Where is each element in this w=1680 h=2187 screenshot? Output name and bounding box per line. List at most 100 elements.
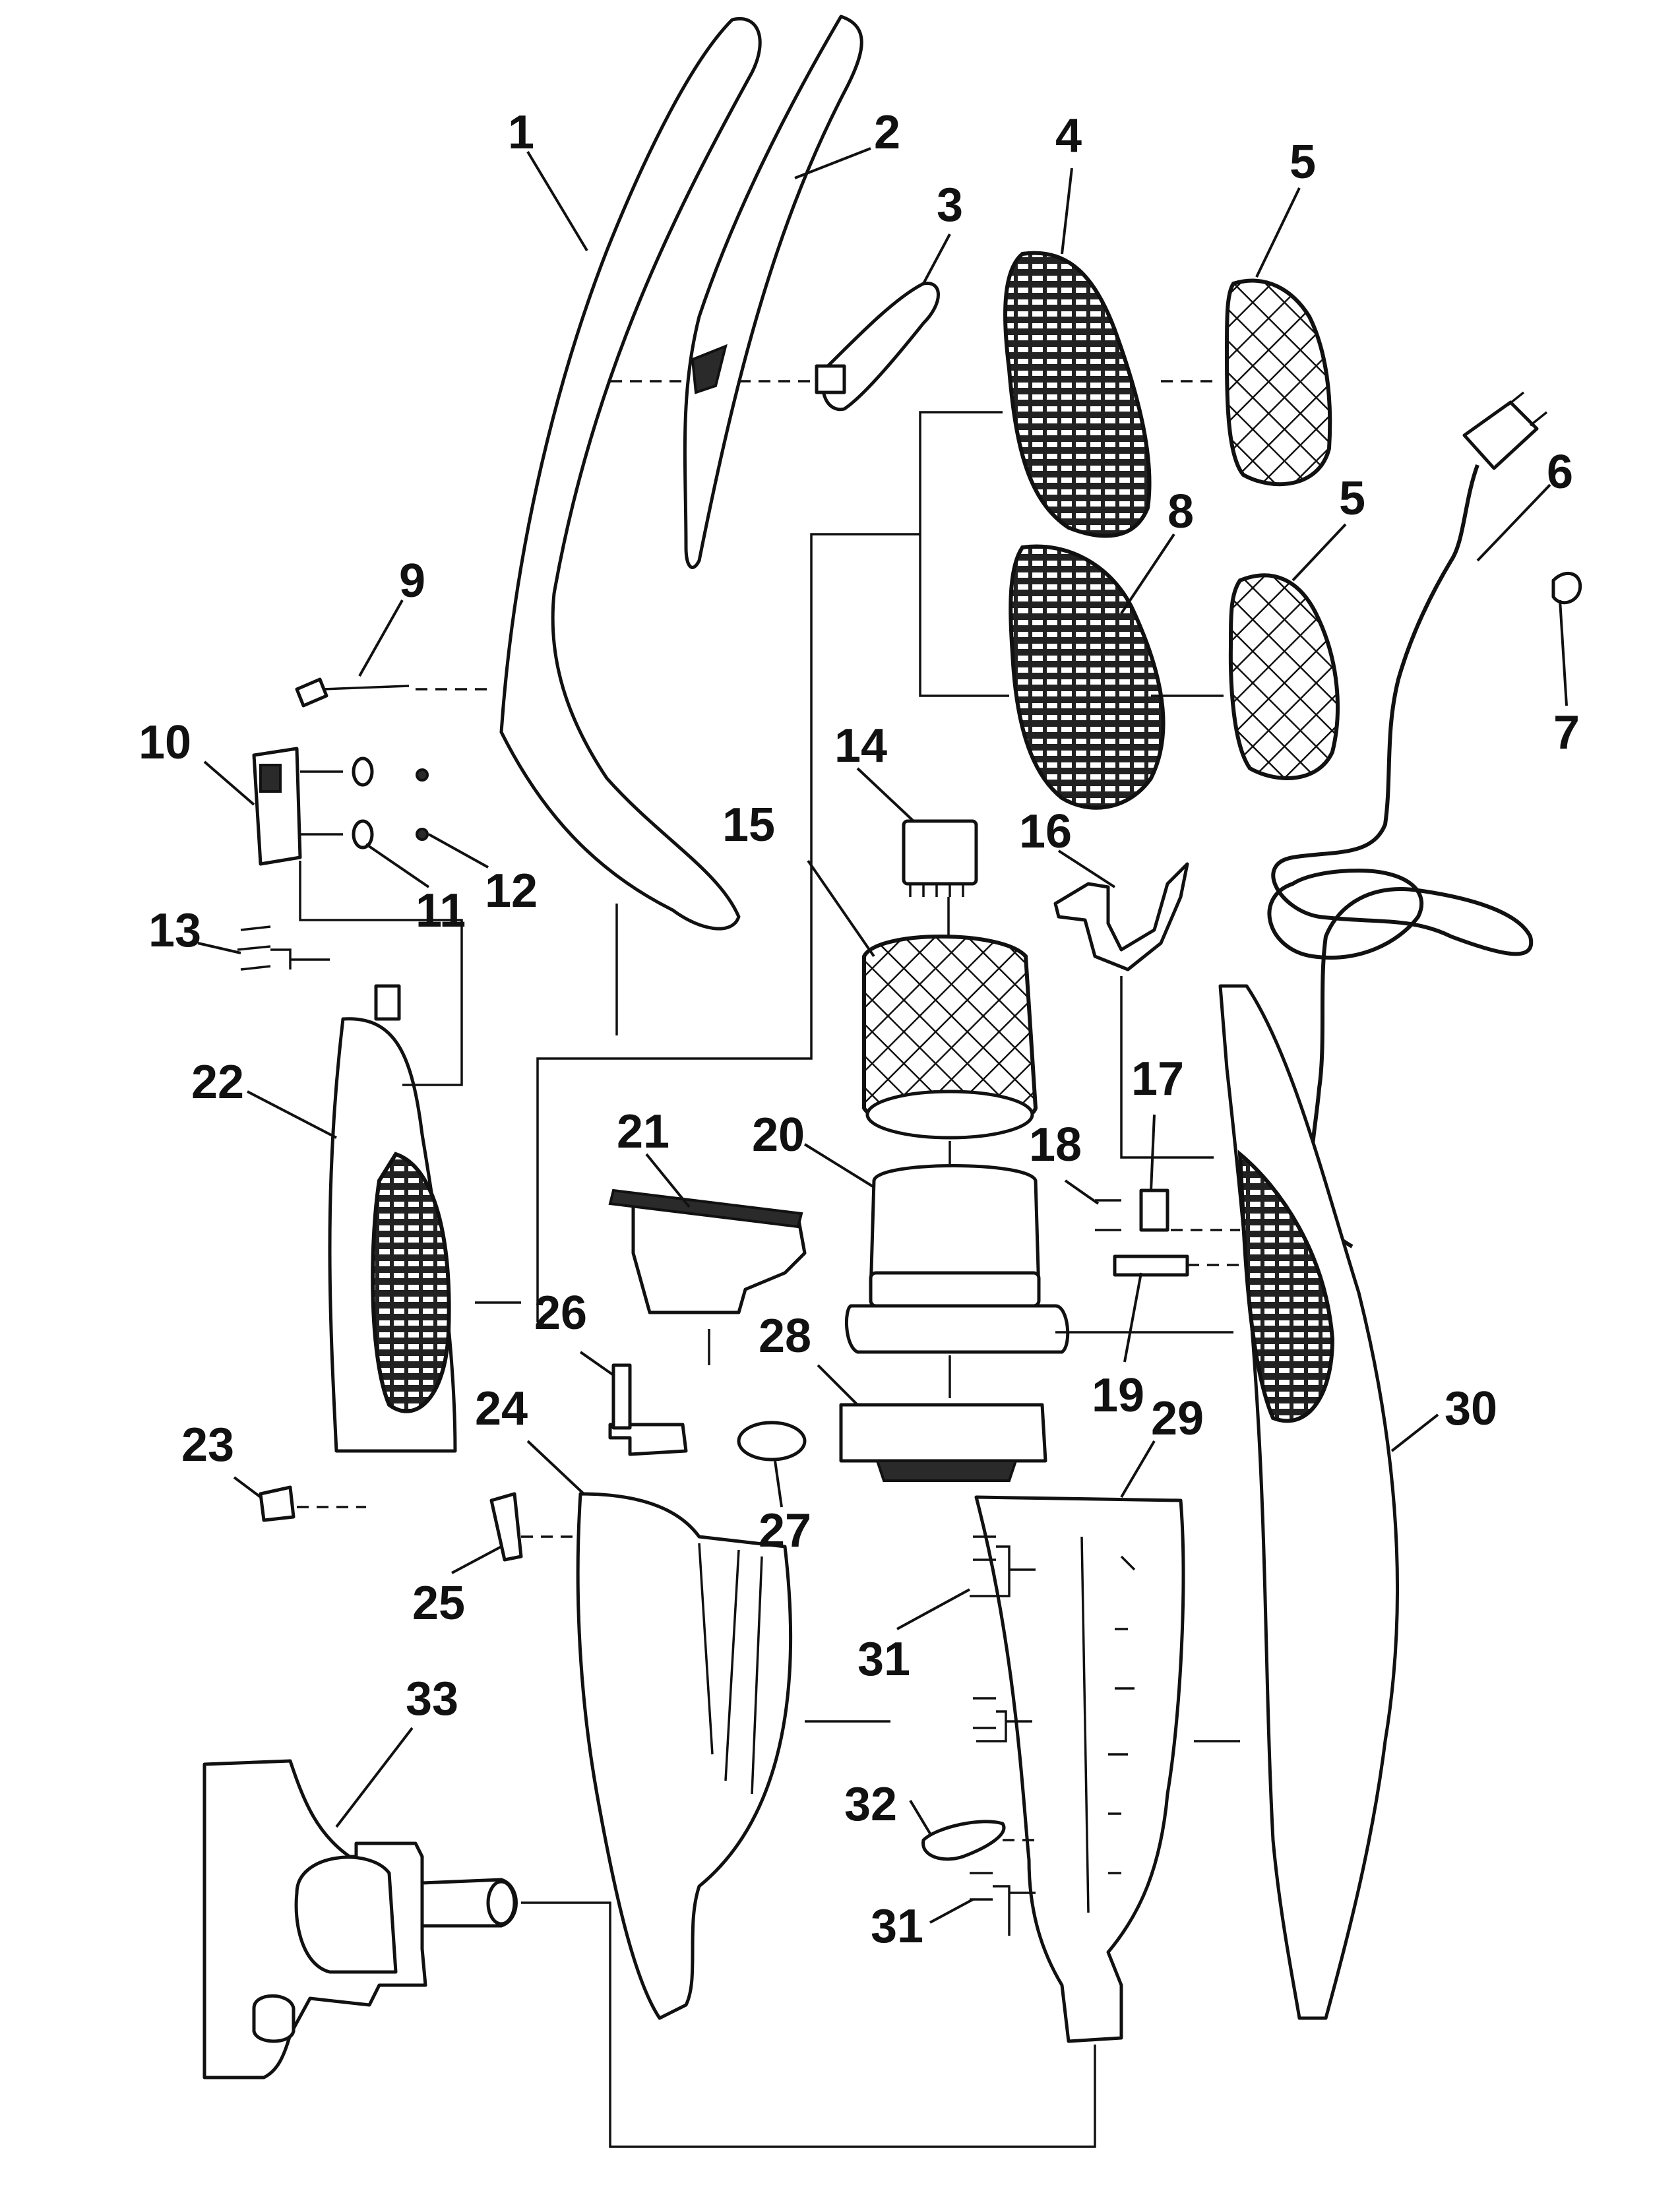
leader-10 bbox=[203, 760, 255, 806]
part-4-filter-grille bbox=[1003, 251, 1152, 538]
callout-2: 2 bbox=[874, 106, 900, 159]
assembly-line-motor-stack bbox=[947, 897, 951, 1398]
callout-7: 7 bbox=[1553, 706, 1580, 759]
part-14-cap-teeth bbox=[909, 884, 964, 897]
leader-21 bbox=[645, 1153, 691, 1208]
callout-32: 32 bbox=[844, 1778, 897, 1831]
part-3-trigger-clip bbox=[815, 364, 846, 394]
callout-31b: 31 bbox=[871, 1900, 923, 1953]
callout-18: 18 bbox=[1029, 1119, 1082, 1171]
callout-19: 19 bbox=[1092, 1369, 1144, 1422]
leader-28 bbox=[817, 1364, 859, 1406]
leader-16 bbox=[1057, 849, 1116, 888]
part-12-nut-upper bbox=[416, 768, 429, 782]
assembly-bracket-grilles bbox=[536, 411, 1009, 1322]
callout-5b: 5 bbox=[1339, 472, 1365, 525]
leader-31a bbox=[896, 1588, 970, 1630]
leader-19 bbox=[1123, 1272, 1142, 1363]
part-2-latch bbox=[691, 344, 728, 394]
part-15-filter-rim bbox=[865, 1090, 1034, 1140]
part-31-screws-lower bbox=[970, 1872, 993, 1901]
callout-3: 3 bbox=[937, 179, 963, 231]
leader-29 bbox=[1120, 1440, 1156, 1498]
part-22-vent bbox=[371, 1152, 451, 1413]
leader-15 bbox=[807, 859, 875, 958]
part-28-fan-teeth bbox=[875, 1460, 1018, 1482]
part-6-cord-loop bbox=[1267, 868, 1424, 960]
part-22-top-tab bbox=[374, 984, 401, 1021]
leader-8 bbox=[1120, 533, 1175, 615]
leader-12 bbox=[428, 833, 489, 869]
assembly-line-chassis-to-shell bbox=[805, 1720, 1240, 1742]
part-6-plug-prongs bbox=[1506, 391, 1548, 427]
part-29-chassis-details bbox=[1080, 1536, 1136, 1913]
part-20-motor-base bbox=[844, 1304, 1070, 1354]
part-29-base-chassis bbox=[974, 1495, 1185, 2043]
callout-12: 12 bbox=[485, 865, 538, 917]
leader-7 bbox=[1559, 600, 1568, 706]
leader-23 bbox=[233, 1476, 262, 1498]
leader-30 bbox=[1390, 1413, 1439, 1452]
leader-25 bbox=[451, 1545, 502, 1574]
assembly-line-screws-13 bbox=[270, 948, 330, 970]
callout-17: 17 bbox=[1131, 1053, 1184, 1105]
part-11-washer-upper bbox=[352, 756, 374, 787]
callout-31a: 31 bbox=[857, 1633, 910, 1686]
callout-1: 1 bbox=[508, 106, 534, 159]
assembly-line-nozzle-to-base bbox=[521, 1901, 1096, 2148]
leader-20 bbox=[803, 1143, 875, 1188]
part-18-screws bbox=[1095, 1199, 1121, 1231]
callout-4: 4 bbox=[1055, 109, 1082, 162]
part-9-screw-shaft bbox=[323, 685, 410, 691]
callout-5a: 5 bbox=[1290, 136, 1316, 189]
part-12-nut-lower bbox=[416, 828, 429, 841]
part-5-mesh-filter-lower bbox=[1228, 573, 1340, 780]
part-16-spring-clip bbox=[1053, 862, 1189, 971]
leader-3 bbox=[922, 233, 951, 284]
part-14-bearing-cap bbox=[902, 819, 978, 886]
part-24-lower-shell bbox=[576, 1492, 793, 2020]
assembly-line-hardware bbox=[1171, 1229, 1240, 1266]
callout-22: 22 bbox=[191, 1056, 244, 1109]
callout-9: 9 bbox=[399, 555, 425, 607]
leader-13 bbox=[197, 942, 241, 954]
part-17-terminal bbox=[1139, 1188, 1169, 1232]
assembly-line-spring-clip bbox=[1120, 976, 1214, 1159]
leader-14 bbox=[856, 767, 915, 822]
part-33-roller bbox=[252, 1994, 296, 2043]
callout-15: 15 bbox=[722, 799, 775, 851]
leader-22 bbox=[247, 1090, 337, 1139]
callout-13: 13 bbox=[148, 904, 201, 957]
callout-29: 29 bbox=[1151, 1392, 1204, 1445]
leader-18 bbox=[1064, 1179, 1100, 1205]
leader-5b bbox=[1291, 523, 1347, 582]
part-23-screw bbox=[259, 1485, 296, 1522]
callout-11: 11 bbox=[416, 884, 466, 937]
part-10-switch-button bbox=[259, 764, 282, 793]
callout-10: 10 bbox=[139, 716, 191, 769]
part-2-handle-cover bbox=[683, 15, 863, 569]
part-33-nozzle-dome bbox=[294, 1855, 398, 1974]
leader-24 bbox=[526, 1440, 585, 1495]
callout-23: 23 bbox=[181, 1419, 234, 1471]
part-28-fan-housing bbox=[839, 1403, 1047, 1463]
part-30-right-shell bbox=[1218, 984, 1400, 2020]
leader-31b bbox=[929, 1898, 974, 1924]
callout-20: 20 bbox=[752, 1109, 805, 1161]
callout-27: 27 bbox=[759, 1504, 811, 1557]
leader-33 bbox=[335, 1727, 414, 1828]
callout-14: 14 bbox=[834, 720, 887, 772]
callout-8: 8 bbox=[1167, 485, 1194, 538]
leader-5a bbox=[1255, 187, 1301, 278]
leader-27 bbox=[774, 1460, 783, 1508]
leader-1 bbox=[526, 150, 588, 252]
part-20-motor-band bbox=[869, 1271, 1041, 1308]
leader-11 bbox=[365, 843, 430, 888]
leader-9 bbox=[358, 600, 404, 677]
callout-24: 24 bbox=[475, 1382, 528, 1435]
part-11-washer-lower bbox=[352, 819, 374, 849]
callout-16: 16 bbox=[1019, 805, 1072, 858]
part-6-power-plug bbox=[1462, 400, 1539, 470]
leader-32 bbox=[909, 1799, 931, 1835]
callout-28: 28 bbox=[759, 1310, 811, 1363]
